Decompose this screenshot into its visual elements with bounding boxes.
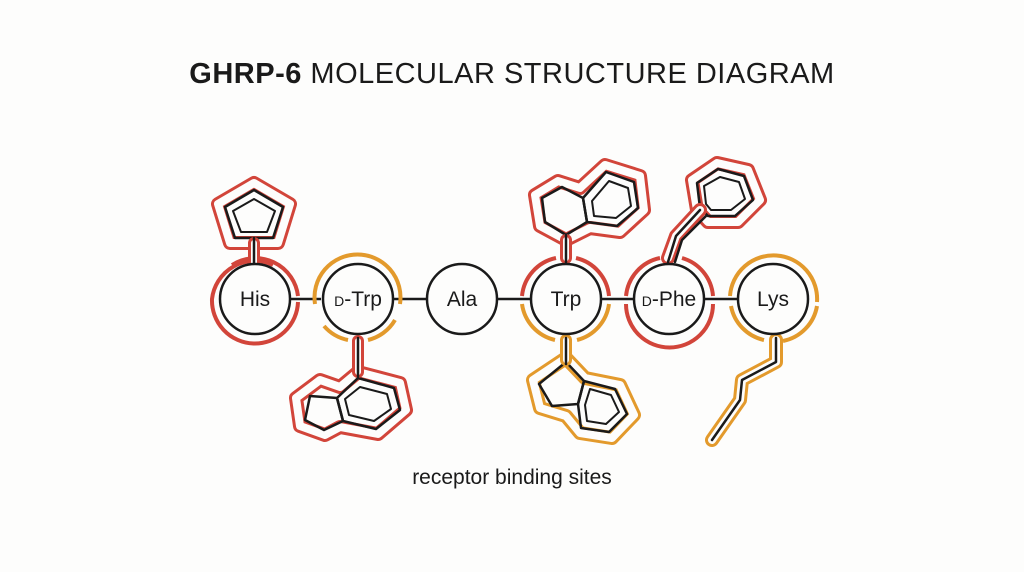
dphe-chain-2 [673, 214, 708, 264]
residue-lys-circle [736, 262, 810, 336]
his-ring-inner [232, 198, 276, 233]
dphe-benzene-ring [695, 167, 755, 218]
trp-binding-arc-top-2 [575, 256, 611, 297]
trp-binding-arc-top [520, 256, 557, 297]
residue-his: His [218, 262, 292, 336]
residue-trp-label: Trp [551, 288, 582, 311]
trp-binding-arc-bottom [576, 303, 611, 342]
residue-d-phe: D-Phe [632, 262, 706, 336]
residue-lys: Lys [736, 262, 810, 336]
side-chains [211, 156, 783, 447]
trp-top-indole-halo-gap [531, 161, 648, 244]
dphe-benzene-halo-gap [688, 159, 764, 226]
trp-top-six-ring-inner [591, 180, 632, 219]
residue-ala-label: Ala [447, 288, 478, 311]
trp-bottom-six-ring [576, 379, 629, 434]
dtrp-binding-arc [312, 252, 403, 305]
trp-bottom-five-ring [537, 360, 586, 408]
dphe-binding-arc-2 [681, 256, 715, 297]
diagram-title: GHRP-6 MOLECULAR STRUCTURE DIAGRAM [0, 58, 1024, 91]
residue-d-phe-label: D-Phe [642, 288, 696, 311]
dtrp-six-ring-inner [344, 386, 392, 422]
residue-nodes: His D-Trp Ala Trp D-Phe Lys [218, 262, 810, 336]
dphe-benzene-inner [703, 176, 746, 211]
trp-top-side-chain [528, 158, 651, 264]
dphe-side-chain [661, 156, 767, 265]
residue-d-trp-label: D-Trp [334, 288, 382, 311]
trp-bottom-six-ring-inner [584, 388, 620, 425]
trp-top-six-ring [581, 170, 640, 228]
residue-lys-label: Lys [757, 288, 789, 311]
dtrp-side-chain [289, 335, 413, 442]
his-binding-arc [209, 258, 300, 346]
dtrp-indole-halo-gap [292, 368, 410, 439]
trp-bottom-side-chain [526, 334, 641, 445]
lys-binding-arc-3 [729, 305, 765, 342]
residue-d-trp-circle [321, 262, 395, 336]
residue-trp: Trp [529, 262, 603, 336]
caption: receptor binding sites [412, 466, 612, 489]
title-peptide-name: GHRP-6 [189, 58, 302, 90]
his-side-chain [211, 176, 297, 271]
title-rest: MOLECULAR STRUCTURE DIAGRAM [310, 58, 835, 90]
residue-d-trp: D-Trp [321, 262, 395, 336]
residue-trp-circle [529, 262, 603, 336]
residue-his-circle [218, 262, 292, 336]
residue-ala-circle [425, 262, 499, 336]
lys-binding-arc [728, 253, 820, 303]
residue-ala: Ala [425, 262, 499, 336]
dtrp-five-ring [303, 394, 345, 432]
residue-d-phe-circle [632, 262, 706, 336]
lys-side-chain [705, 333, 783, 447]
lys-chain [710, 336, 778, 442]
dtrp-binding-arc-bottom-2 [367, 318, 397, 342]
binding-site-arcs [209, 252, 820, 350]
dphe-binding-arc-3 [624, 303, 715, 350]
lys-binding-arc-2 [782, 305, 819, 343]
dtrp-binding-arc-bottom [322, 324, 349, 342]
trp-bottom-indole-halo-gap [529, 354, 638, 442]
dphe-chain [666, 208, 702, 264]
residue-his-label: His [240, 288, 270, 311]
dphe-binding-arc [624, 256, 661, 297]
trp-binding-arc-bottom-2 [520, 303, 556, 342]
his-binding-arc-top [230, 256, 300, 297]
